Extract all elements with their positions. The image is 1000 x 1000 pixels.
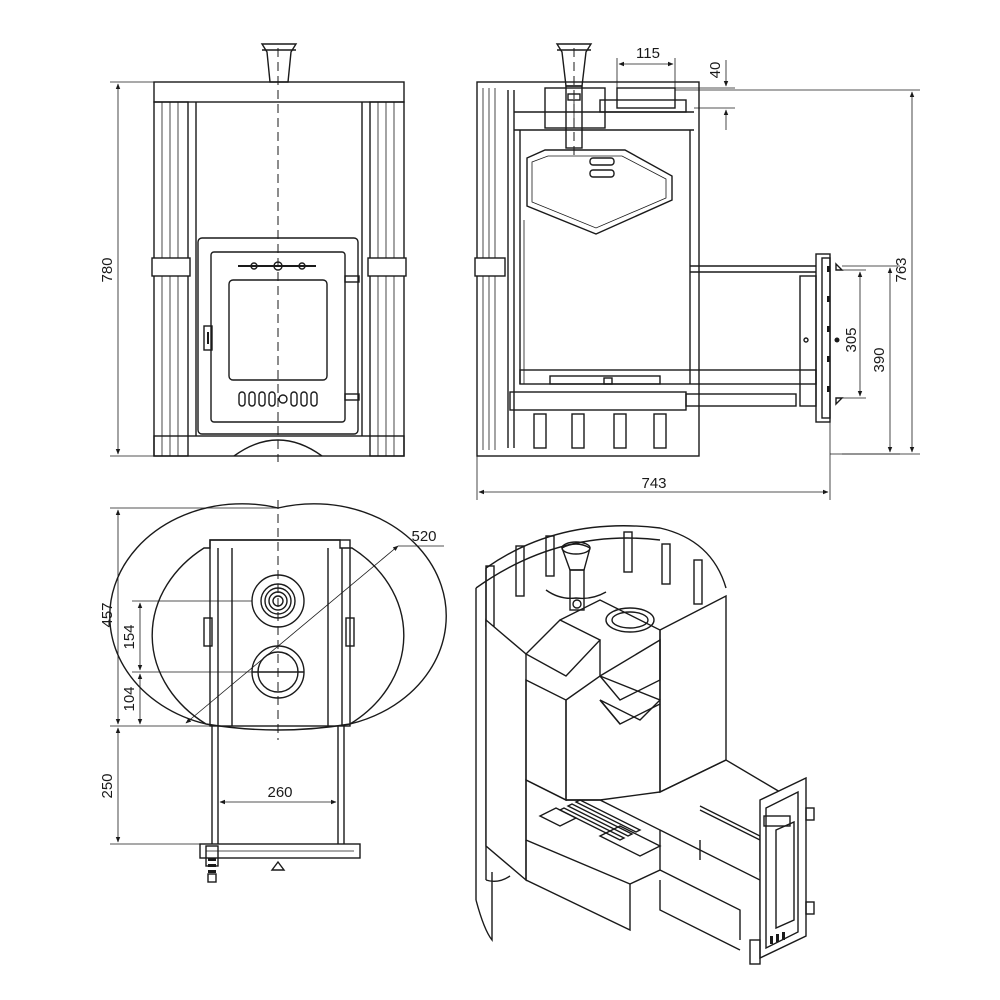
dimension-side-115: 115 bbox=[616, 45, 676, 88]
side-door-outer-label: 390 bbox=[871, 347, 888, 372]
isometric-cutaway-view bbox=[475, 525, 815, 965]
side-width-label: 115 bbox=[636, 45, 660, 62]
dimension-side-305: 305 bbox=[842, 269, 866, 399]
side-total-width-label: 743 bbox=[641, 475, 666, 492]
dimension-tunnel-width: 260 bbox=[219, 784, 337, 805]
side-door-inner-label: 305 bbox=[843, 327, 860, 352]
top-diameter-label: 520 bbox=[411, 528, 436, 545]
front-height-label: 780 bbox=[99, 257, 116, 282]
top-view: 520 bbox=[109, 500, 447, 883]
dimension-top-offsets: 154 104 bbox=[121, 600, 252, 725]
side-collar-label: 40 bbox=[707, 62, 724, 79]
dimension-tunnel-length: 250 bbox=[99, 727, 200, 845]
side-view bbox=[474, 43, 844, 457]
top-depth-label: 457 bbox=[99, 602, 116, 627]
side-total-height-label: 763 bbox=[893, 257, 910, 282]
tunnel-length-label: 250 bbox=[99, 773, 116, 798]
dimension-side-40: 40 bbox=[675, 60, 735, 130]
tunnel-width-label: 260 bbox=[267, 784, 292, 801]
dimension-front-height: 780 bbox=[99, 81, 154, 457]
dimension-top-depth: 457 bbox=[99, 507, 278, 727]
top-offset-154-label: 154 bbox=[121, 624, 138, 649]
top-offset-104-label: 104 bbox=[121, 686, 138, 711]
dimension-side-743: 743 bbox=[476, 422, 831, 500]
front-view bbox=[151, 43, 407, 462]
dimension-side-390: 390 bbox=[842, 265, 900, 455]
